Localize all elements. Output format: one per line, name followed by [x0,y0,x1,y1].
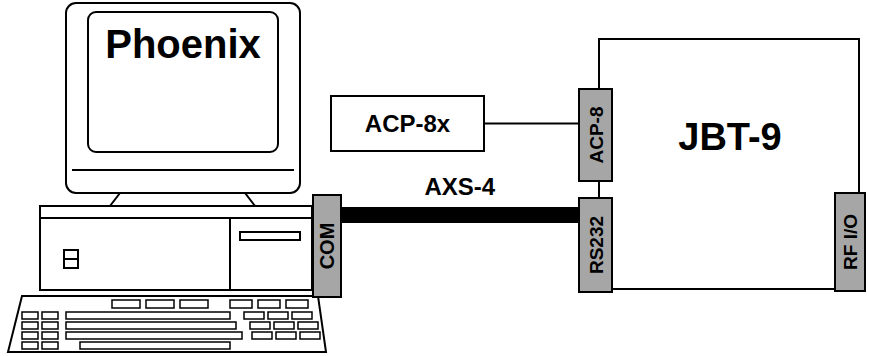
device-box: JBT-9ACP-8RS232RF I/O [598,38,860,290]
port: RF I/O [834,192,866,292]
keyboard-key [22,332,38,339]
node-label: ACP-8x [365,112,450,136]
cable [342,207,578,223]
node-label: Phoenix [88,22,278,67]
keyboard-key [300,332,320,339]
port-label: RF I/O [841,214,860,270]
keyboard-key [42,342,58,349]
cable-label: AXS-4 [422,175,499,199]
keyboard-key [180,300,208,308]
keyboard-key [258,300,280,308]
keyboard-key [22,312,38,319]
keyboard-key [42,332,58,339]
port: RS232 [578,197,613,293]
port-label: RS232 [586,216,605,274]
com-port: COM [312,194,342,298]
keyboard-key [276,332,296,339]
keyboard-key [42,312,58,319]
keyboard-key [22,342,38,349]
keyboard-key [66,322,236,329]
keyboard-key [274,322,294,329]
keyboard-key [244,312,264,319]
keyboard-key [112,300,140,308]
port-label: COM [317,223,337,270]
keyboard-key [230,300,252,308]
keyboard-key [42,322,58,329]
keyboard-key [250,322,270,329]
keyboard-key [252,332,272,339]
module-box: ACP-8x [330,95,485,152]
node-label: JBT-9 [630,116,830,159]
keyboard-key [22,322,38,329]
keyboard-key [292,312,312,319]
keyboard-key [66,332,242,339]
keyboard-key [268,312,288,319]
computer-node: PhoenixCOM [10,0,350,356]
keyboard-key [286,300,308,308]
keyboard-key [146,300,174,308]
port-label: ACP-8 [586,106,605,163]
port: ACP-8 [578,88,613,182]
keyboard-key [298,322,318,329]
keyboard-key [66,312,230,319]
wire [485,123,578,125]
keyboard-key [80,342,230,349]
